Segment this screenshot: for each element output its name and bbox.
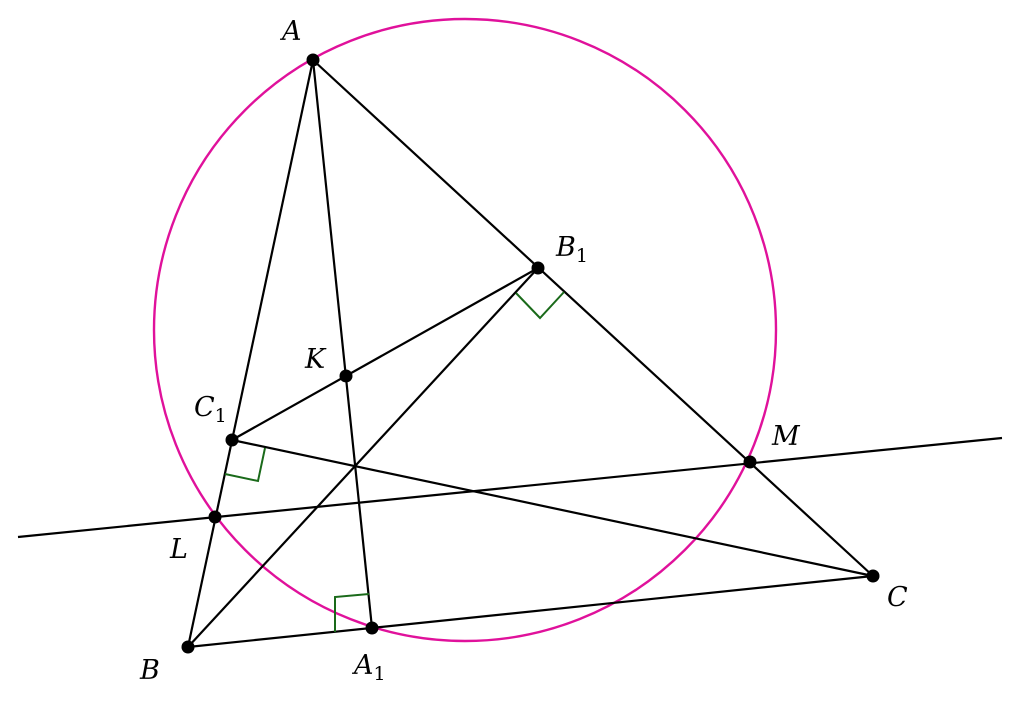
segment-BC <box>187 574 874 649</box>
point-A1 <box>365 621 379 635</box>
point-B <box>181 640 195 654</box>
point-C <box>866 569 880 583</box>
point-M <box>743 455 757 469</box>
label-A1: A1 <box>351 650 386 685</box>
segment-C1B1 <box>231 267 539 441</box>
label-B: B <box>139 655 160 686</box>
labels: A B C A1 B1 C1 K L M <box>139 16 908 686</box>
segments <box>17 59 1003 649</box>
point-L <box>208 510 222 524</box>
right-angle-mark-C1 <box>224 447 266 483</box>
point-C1 <box>225 433 239 447</box>
segment-AB <box>186 59 315 648</box>
segment-CC1 <box>231 438 874 578</box>
point-A <box>306 53 320 67</box>
segment-AC <box>312 59 874 577</box>
line-LM <box>17 436 1003 539</box>
segment-AA1 <box>311 59 374 629</box>
label-K: K <box>304 344 327 375</box>
label-B1: B1 <box>555 232 588 267</box>
points <box>181 53 880 654</box>
label-C1: C1 <box>194 392 227 427</box>
right-angle-mark-B1 <box>515 291 565 320</box>
right-angle-marks <box>224 291 565 632</box>
point-B1 <box>531 261 545 275</box>
label-C: C <box>887 582 908 613</box>
right-angle-mark-A1 <box>334 593 370 632</box>
circle <box>152 17 778 643</box>
label-M: M <box>771 421 801 452</box>
point-K <box>339 369 353 383</box>
segment-BB1 <box>187 267 539 648</box>
label-A: A <box>279 16 302 47</box>
label-L: L <box>169 534 188 565</box>
